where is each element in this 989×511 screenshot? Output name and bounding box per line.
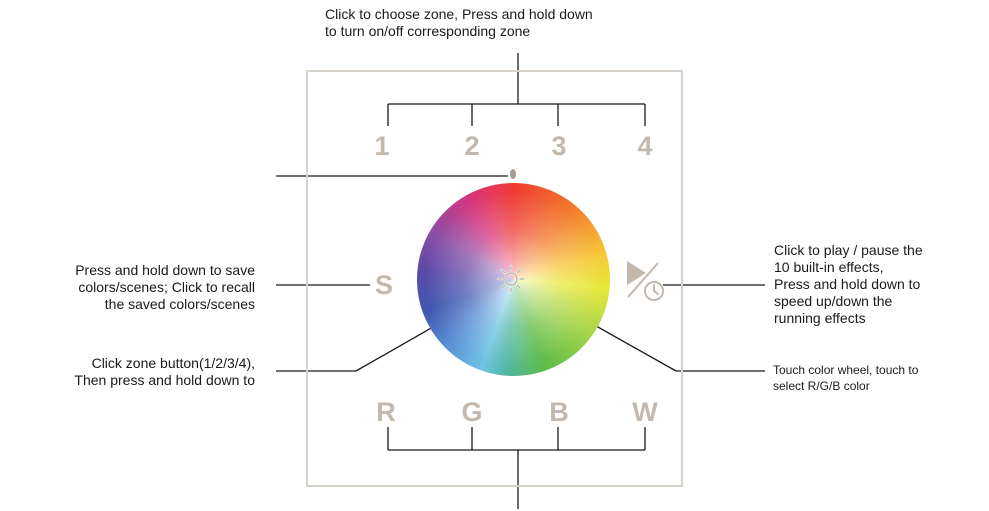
white-button[interactable]: W <box>632 397 658 427</box>
control-panel <box>306 70 683 487</box>
led-indicator-icon <box>510 169 516 179</box>
zone-2-button[interactable]: 2 <box>464 131 480 161</box>
color-wheel-note: Touch color wheel, touch to select R/G/B… <box>773 363 919 393</box>
green-button[interactable]: G <box>461 397 483 427</box>
brightness-sun-icon[interactable] <box>496 264 526 294</box>
effects-note: Click to play / pause the 10 built-in ef… <box>774 242 923 326</box>
zone-3-button[interactable]: 3 <box>551 131 567 161</box>
zone-4-button[interactable]: 4 <box>637 131 653 161</box>
play-timer-icon[interactable] <box>624 259 666 301</box>
blue-button[interactable]: B <box>549 397 569 427</box>
color-wheel[interactable] <box>417 183 610 376</box>
zone-select-note: Click to choose zone, Press and hold dow… <box>325 6 593 39</box>
scene-button[interactable]: S <box>374 270 393 300</box>
scene-note: Press and hold down to save colors/scene… <box>75 262 255 312</box>
zone-brightness-note: Click zone button(1/2/3/4), Then press a… <box>74 355 255 388</box>
zone-1-button[interactable]: 1 <box>374 131 390 161</box>
red-button[interactable]: R <box>376 397 396 427</box>
